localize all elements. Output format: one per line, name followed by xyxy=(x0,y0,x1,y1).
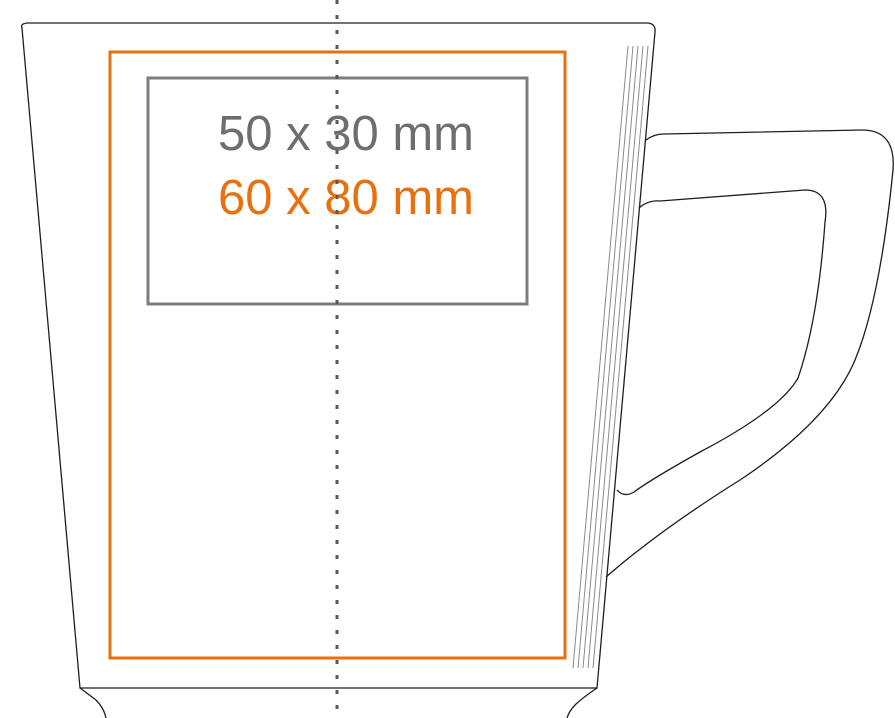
mug-handle-outer xyxy=(605,129,894,578)
mug-handle-inner xyxy=(616,189,827,496)
print-area-small-label: 50 x 30 mm xyxy=(218,107,474,161)
print-area-large xyxy=(108,50,567,660)
print-area-large-label: 60 x 80 mm xyxy=(218,171,474,225)
mug-body-outline xyxy=(20,22,656,689)
mug-seam-lines xyxy=(572,45,649,669)
mug-base-outline xyxy=(79,687,107,718)
mug-base-outline-right xyxy=(566,687,598,718)
